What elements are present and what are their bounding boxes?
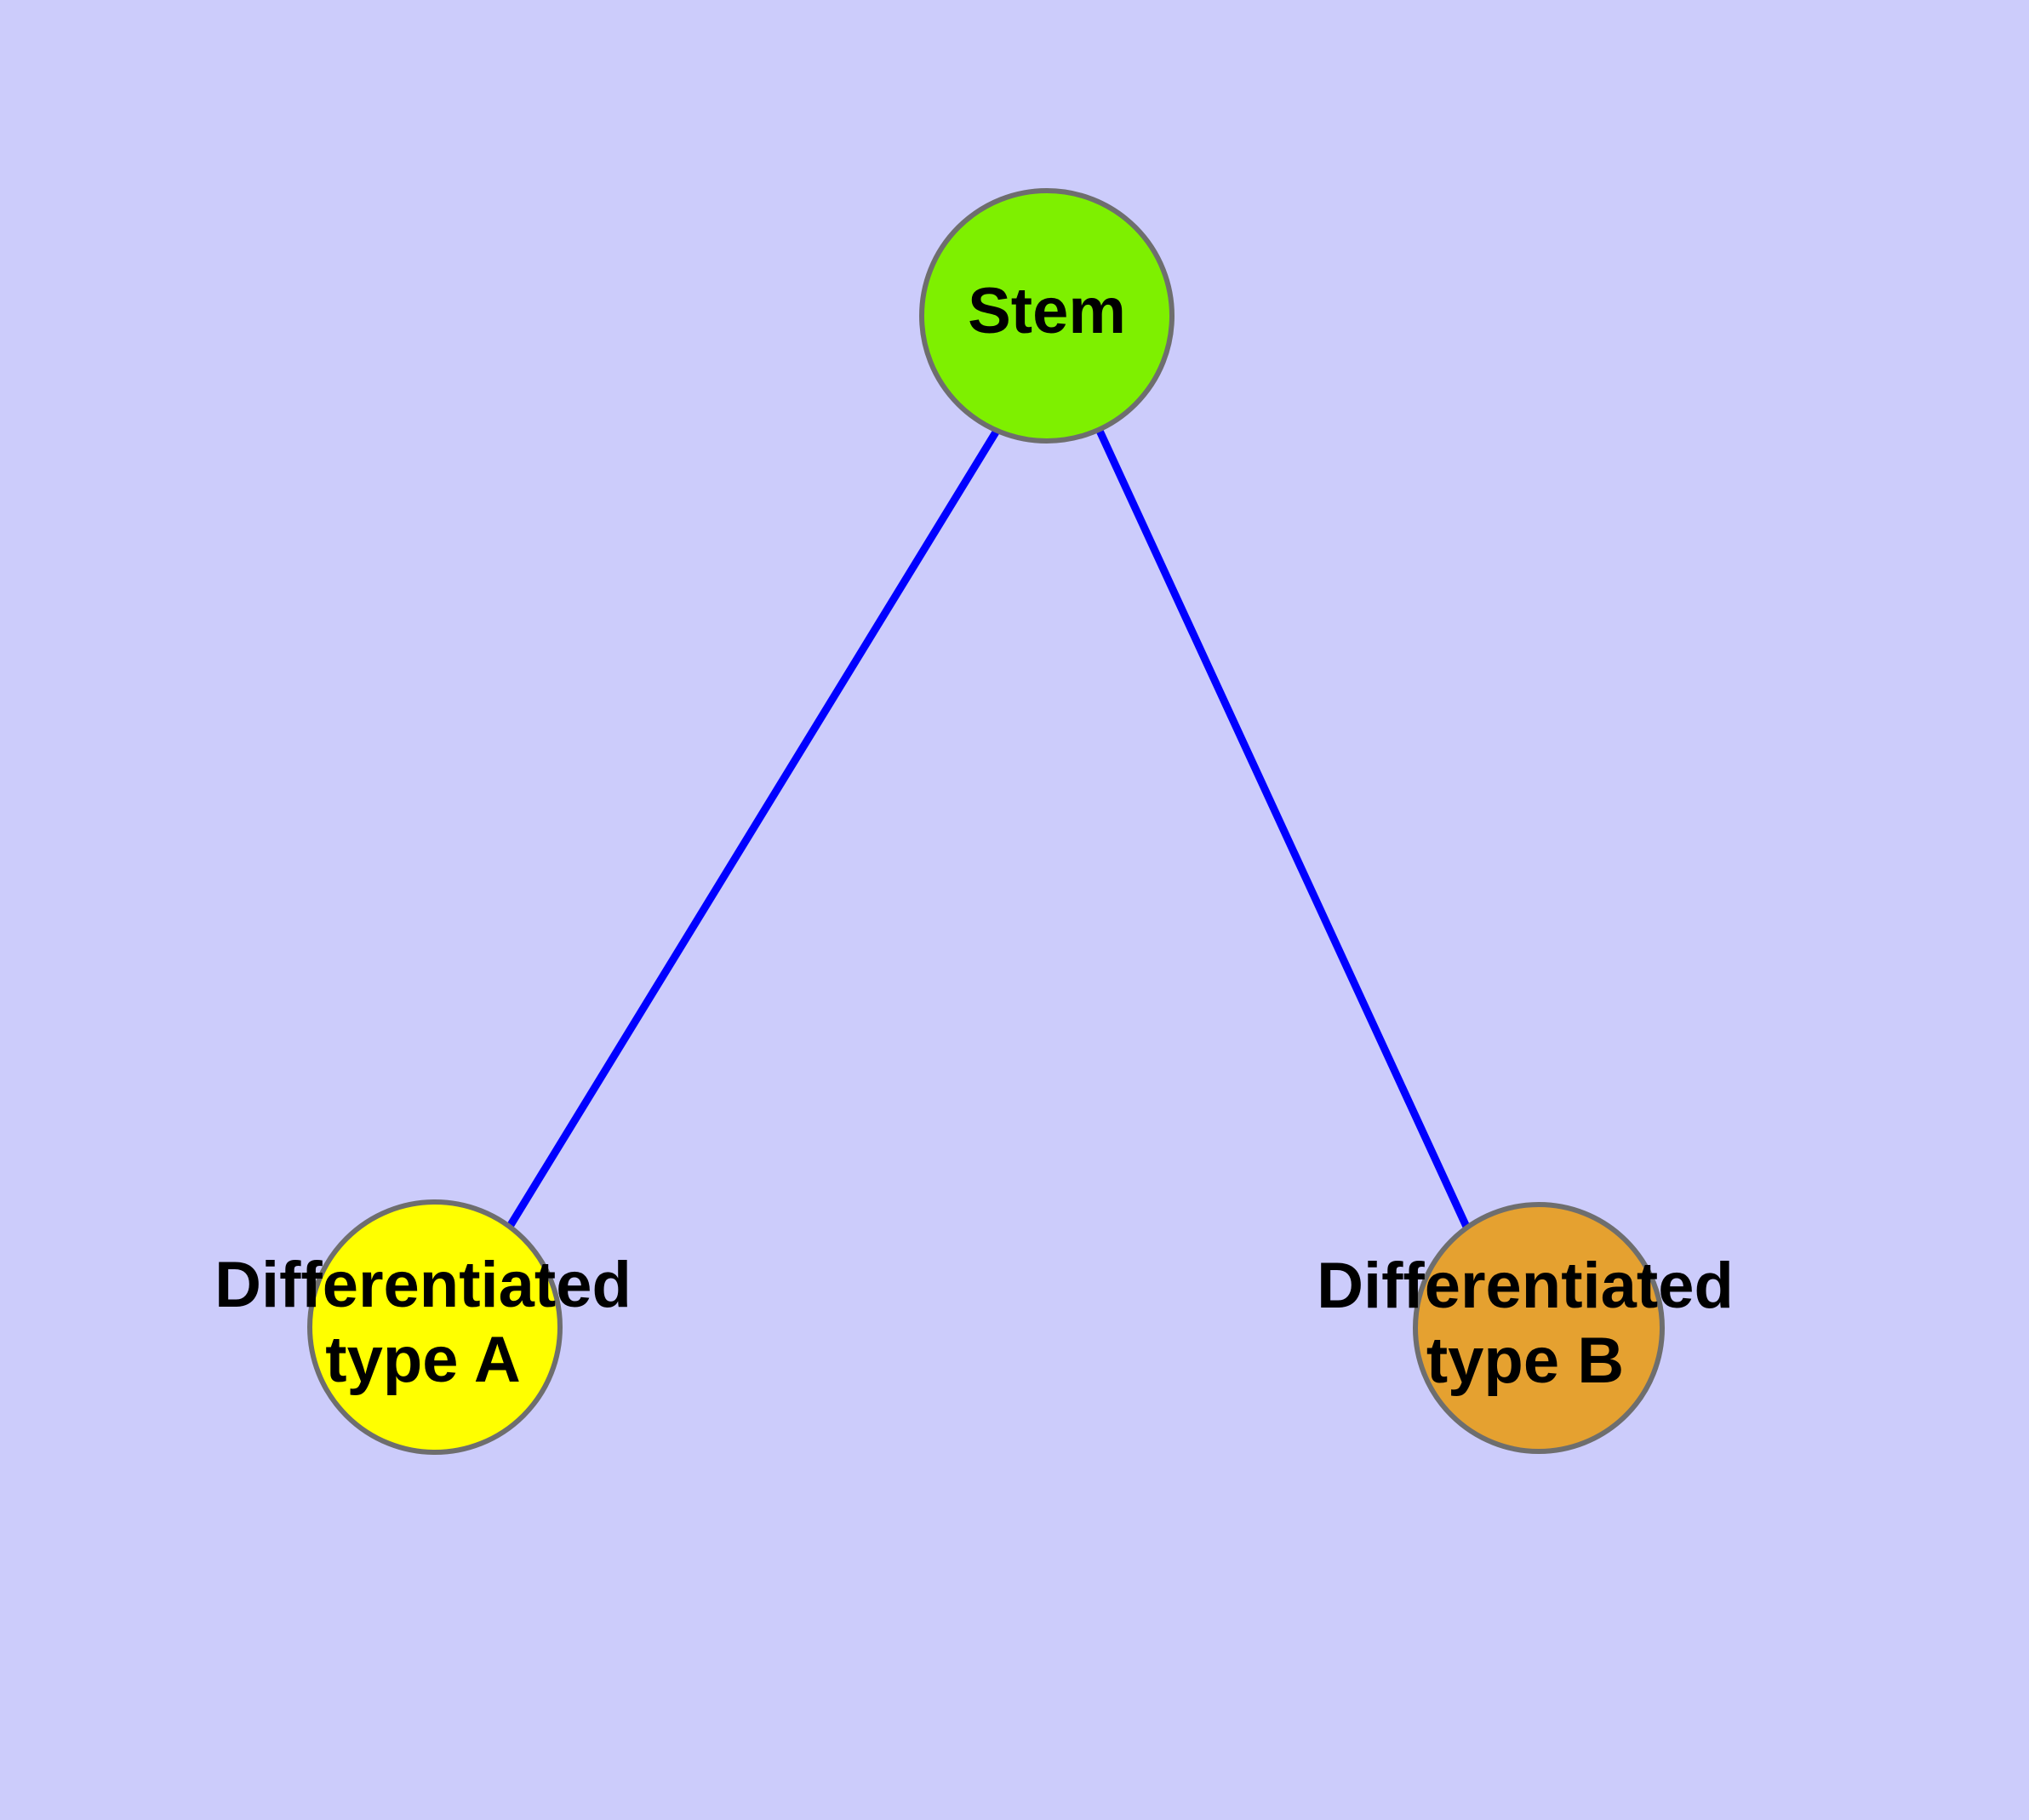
- nodes-layer: [307, 188, 1665, 1455]
- node-label-line: Stem: [968, 275, 1126, 347]
- node-label-line: type B: [1426, 1325, 1624, 1397]
- node-circle-diff_a[interactable]: [307, 1199, 563, 1455]
- edge-stem-to-diff_a: [507, 428, 1000, 1228]
- node-label-line: Differentiated: [1317, 1250, 1734, 1322]
- node-circle-stem[interactable]: [919, 188, 1175, 444]
- node-label-line: Differentiated: [214, 1249, 632, 1321]
- node-circle-diff_b[interactable]: [1413, 1202, 1665, 1454]
- edge-stem-to-diff_b: [1095, 429, 1471, 1228]
- node-label-stem: Stem: [968, 275, 1126, 347]
- edges-layer: [507, 428, 1471, 1228]
- node-label-line: type A: [325, 1324, 520, 1396]
